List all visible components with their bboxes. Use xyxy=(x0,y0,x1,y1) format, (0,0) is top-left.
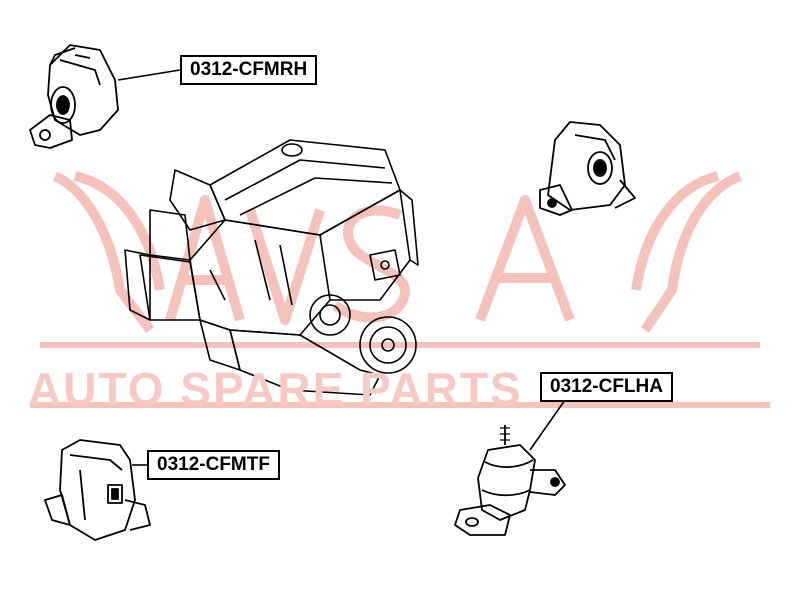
engine-drawing xyxy=(124,139,419,396)
part-drawing-cflha xyxy=(454,425,566,536)
watermark-logo xyxy=(30,171,770,408)
leader-line-cflha xyxy=(529,399,566,451)
part-label-cflha: 0312-CFLHA xyxy=(540,372,673,402)
watermark-tagline: AUTO SPARE PARTS xyxy=(28,363,523,415)
part-drawing-rear-mount xyxy=(539,121,636,216)
leader-line-cfmrh xyxy=(117,69,181,81)
part-label-cfmtf: 0312-CFMTF xyxy=(147,450,280,480)
part-label-cfmrh: 0312-CFMRH xyxy=(180,55,318,85)
part-drawing-cfmtf xyxy=(44,439,151,541)
part-drawing-cfmrh xyxy=(29,44,119,149)
